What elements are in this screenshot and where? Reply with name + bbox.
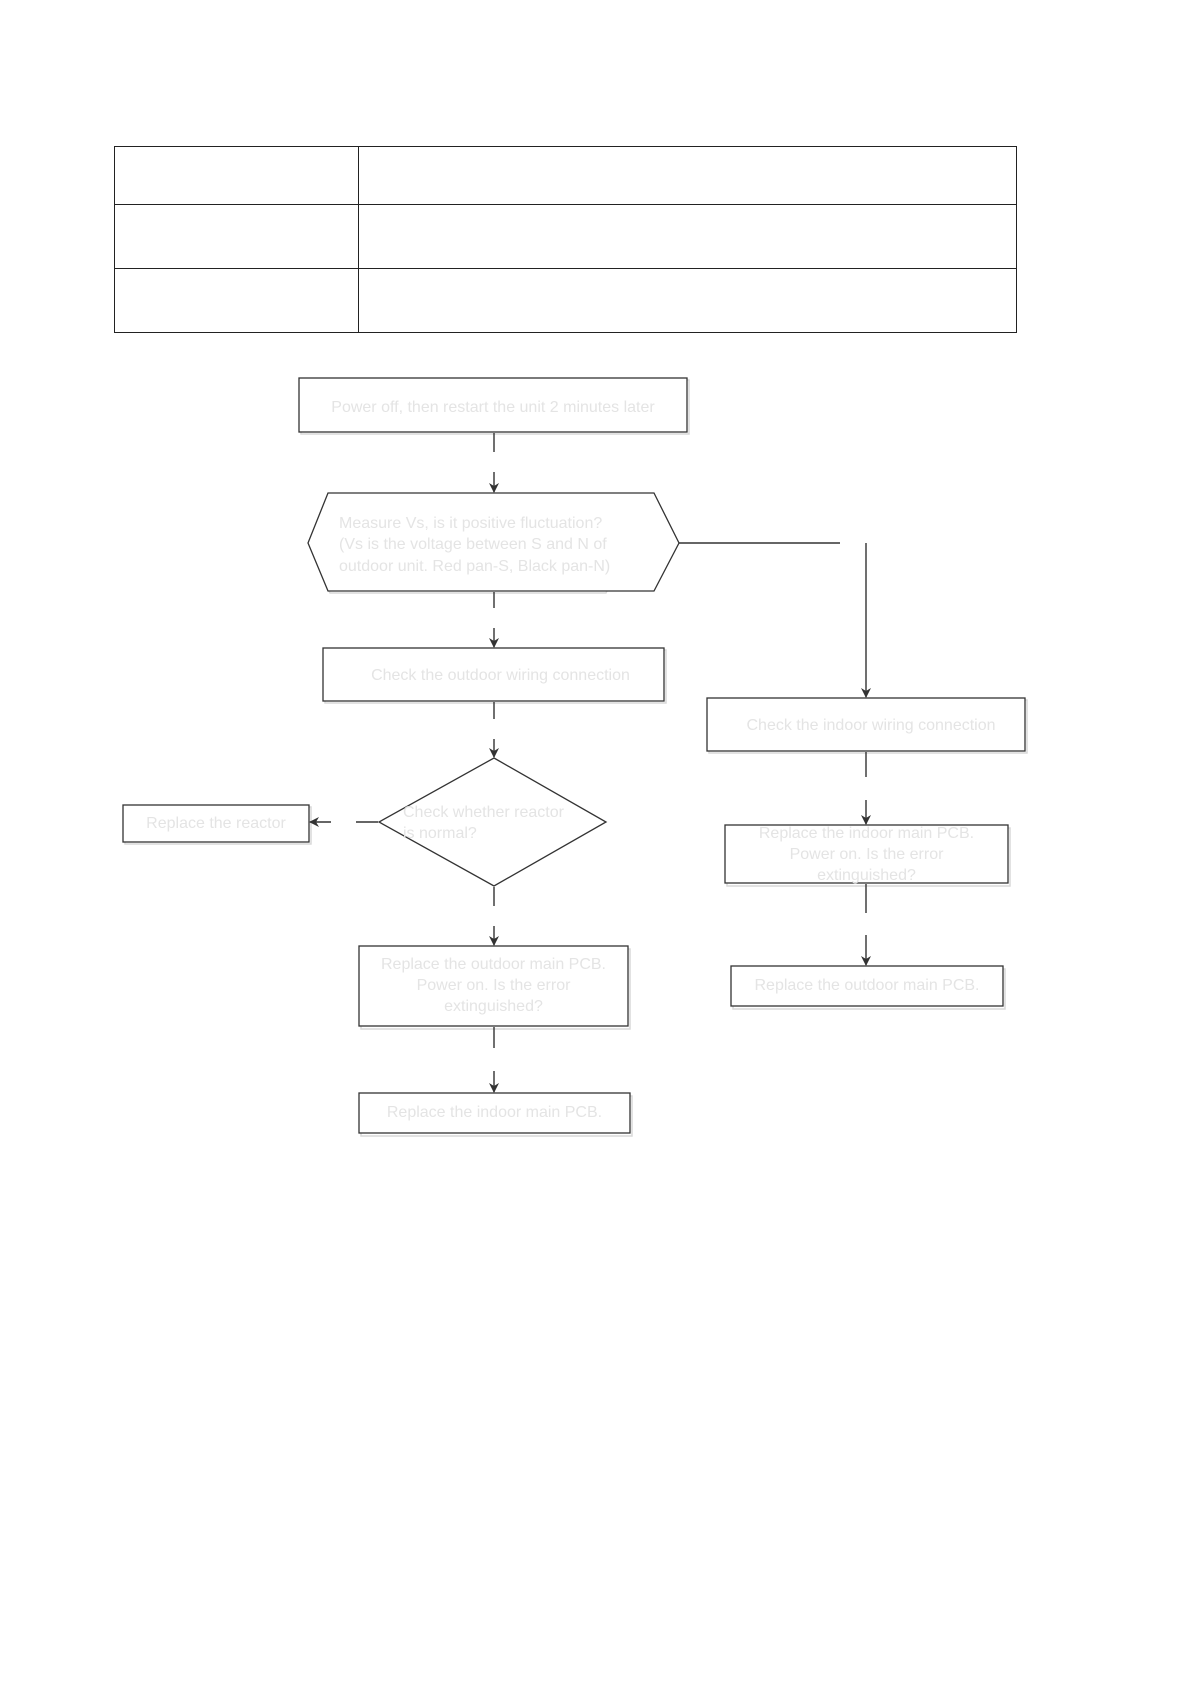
check-indoor-wiring-text: Check the indoor wiring connection <box>746 717 996 734</box>
replace-outdoor-pcb-question-line1: Replace the outdoor main PCB. <box>380 956 606 973</box>
replace-outdoor-pcb-text: Replace the outdoor main PCB. <box>754 977 980 994</box>
measure-vs-text-line2: (Vs is the voltage between S and N of <box>339 536 607 553</box>
replace-indoor-pcb-text: Replace the indoor main PCB. <box>386 1104 603 1121</box>
replace-reactor-text: Replace the reactor <box>146 815 286 832</box>
info-table <box>114 146 1017 333</box>
table-value-cell <box>358 268 1017 333</box>
table-row <box>114 204 1017 269</box>
measure-vs-text-line3: outdoor unit. Red pan-S, Black pan-N) <box>339 558 611 575</box>
power-restart-text: Power off, then restart the unit 2 minut… <box>331 399 655 416</box>
table-row <box>114 268 1017 333</box>
table-label-cell <box>114 146 359 205</box>
replace-indoor-pcb-question-line2: Power on. Is the error <box>789 846 944 863</box>
check-outdoor-wiring-text: Check the outdoor wiring connection <box>371 667 630 684</box>
table-row <box>114 146 1017 205</box>
check-reactor-text-line2: is normal? <box>403 825 477 842</box>
replace-outdoor-pcb-question-line2: Power on. Is the error <box>416 977 571 994</box>
replace-indoor-pcb-question-line1: Replace the indoor main PCB. <box>758 825 975 842</box>
table-label-cell <box>114 268 359 333</box>
replace-outdoor-pcb-question-line3: extinguished? <box>444 998 543 1015</box>
table-label-cell <box>114 204 359 269</box>
table-value-cell <box>358 204 1017 269</box>
table-value-cell <box>358 146 1017 205</box>
measure-vs-text-line1: Measure Vs, is it positive fluctuation? <box>339 515 603 532</box>
check-reactor-text-line1: Check whether reactor <box>403 804 564 821</box>
replace-indoor-pcb-question-line3: extinguished? <box>817 867 916 884</box>
